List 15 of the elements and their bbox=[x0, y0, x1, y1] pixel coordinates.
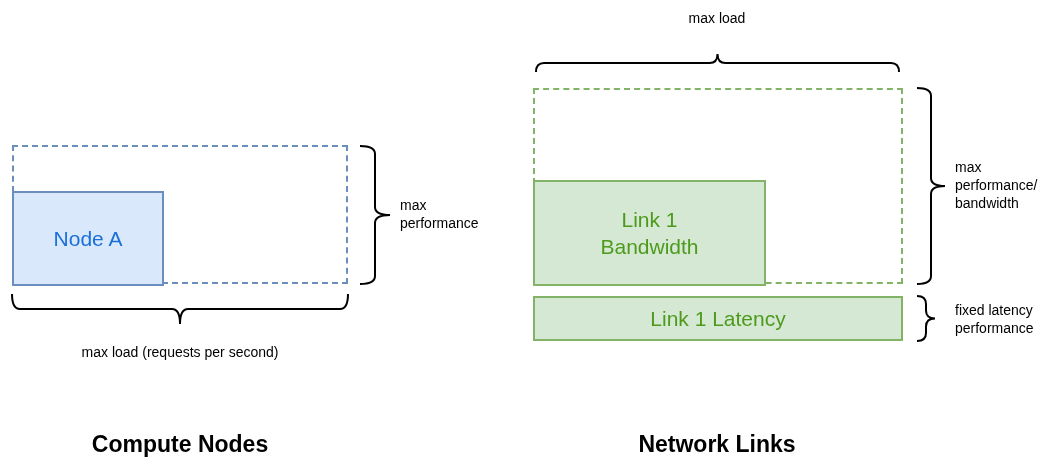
bandwidth-box bbox=[533, 180, 766, 286]
box-label: Link 1 Latency bbox=[650, 305, 786, 332]
node-box bbox=[12, 191, 164, 286]
dimension-label: fixed latency performance bbox=[955, 301, 1035, 338]
dashed-box bbox=[533, 88, 903, 284]
dashed-box bbox=[12, 145, 348, 284]
latency-box bbox=[533, 296, 903, 341]
dimension-label: max performance/ bandwidth bbox=[955, 158, 1039, 213]
box-label: Node A bbox=[53, 225, 123, 252]
dimension-label: max performance bbox=[400, 196, 480, 233]
dimension-label: max load bbox=[687, 9, 747, 28]
section-title: Compute Nodes bbox=[90, 430, 270, 459]
section-title: Network Links bbox=[637, 430, 797, 459]
dimension-label: max load (requests per second) bbox=[80, 343, 280, 362]
box-label: Link 1 Bandwidth bbox=[599, 206, 700, 260]
